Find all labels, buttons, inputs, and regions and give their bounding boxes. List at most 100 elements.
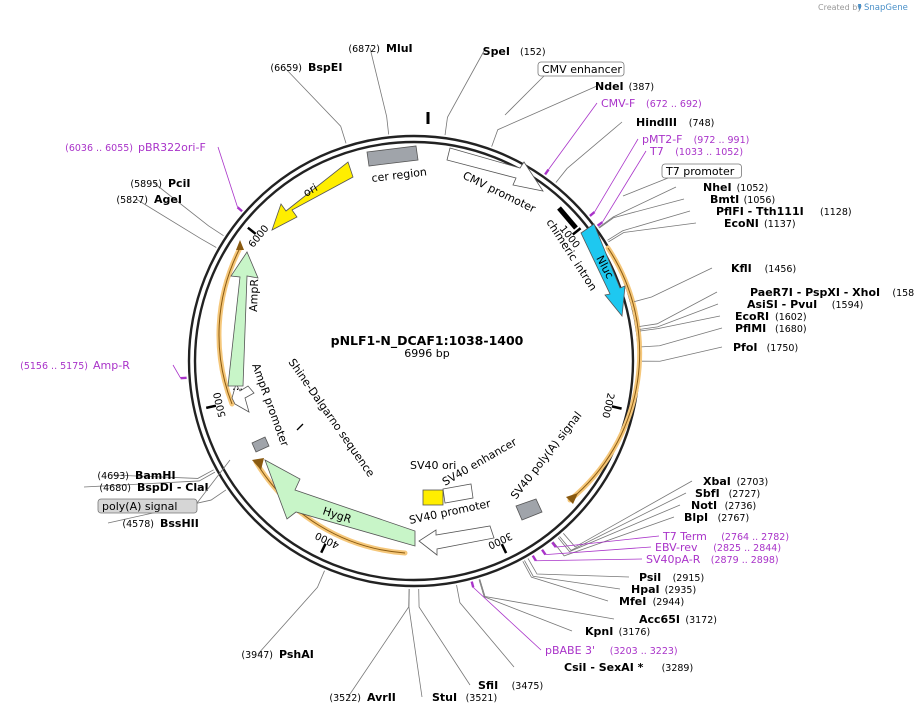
site-bspdi-clai[interactable]: BspDI - ClaI(4680) xyxy=(99,481,208,494)
site-nhei[interactable]: NheI(1052) xyxy=(703,181,768,194)
primer-ebv-rev[interactable]: EBV-rev(2825 .. 2844) xyxy=(541,541,781,556)
site-pcii[interactable]: PciI(5895) xyxy=(130,177,190,190)
site-stui[interactable]: StuI(3521) xyxy=(432,691,497,704)
site-econi[interactable]: EcoNI(1137) xyxy=(724,217,796,230)
primer-pbabe-3[interactable]: pBABE 3'(3203 .. 3223) xyxy=(470,581,678,657)
primer-leader xyxy=(555,535,660,548)
site-name: SfiI xyxy=(478,679,498,692)
site-bmti[interactable]: BmtI(1056) xyxy=(710,193,775,206)
label-text: T7 promoter xyxy=(665,165,735,178)
site-kfli[interactable]: KflI(1456) xyxy=(731,262,796,275)
site-blpi[interactable]: BlpI(2767) xyxy=(684,511,749,524)
primer-range: (2825 .. 2844) xyxy=(713,543,781,554)
site-position: (3176) xyxy=(619,627,651,638)
site-name: HpaI xyxy=(631,583,660,596)
primer-t7-term[interactable]: T7 Term(2764 .. 2782) xyxy=(551,530,789,548)
site-ndei[interactable]: NdeI(387) xyxy=(595,80,654,93)
site-acc65i[interactable]: Acc65I(3172) xyxy=(639,613,717,626)
boxed-label-poly-a-signal[interactable]: poly(A) signal xyxy=(97,459,231,514)
site-pflfi-tth111i[interactable]: PflFI - Tth111I(1128) xyxy=(716,205,852,218)
backbone-inner xyxy=(193,140,635,582)
site-name: PshAI xyxy=(279,648,314,661)
site-bamhi[interactable]: BamHI(4693) xyxy=(97,469,175,482)
feature-ori[interactable]: ori xyxy=(271,161,354,231)
label-box xyxy=(661,163,742,179)
site-kpni[interactable]: KpnI(3176) xyxy=(585,625,650,638)
feature-shine-dalgarno[interactable]: Shine-Dalgarno sequence xyxy=(286,356,378,479)
label-leader xyxy=(504,75,545,116)
primer-pmt2-f[interactable]: pMT2-F(972 .. 991) xyxy=(589,133,749,217)
primer-mark xyxy=(470,581,475,588)
site-position: (1137) xyxy=(764,219,796,230)
site-mlui[interactable]: MluI(6872) xyxy=(348,42,412,55)
site-csii-sexai[interactable]: CsiI - SexAI *(3289) xyxy=(564,661,693,674)
feature-hygr[interactable]: HygR xyxy=(264,459,416,547)
site-hindiii[interactable]: HindIII(748) xyxy=(636,116,714,129)
primer-name: CMV-F xyxy=(601,97,635,110)
site-avrii[interactable]: AvrII(3522) xyxy=(329,691,396,704)
primer-t7[interactable]: T7(1033 .. 1052) xyxy=(596,145,743,227)
primer-cmv-f[interactable]: CMV-F(672 .. 692) xyxy=(544,97,702,176)
site-position: (3522) xyxy=(329,693,361,704)
site-pfoi[interactable]: PfoI(1750) xyxy=(733,341,798,354)
snapgene-logo: SnapGene xyxy=(858,3,908,13)
orf-arrowhead-bottom xyxy=(252,458,264,470)
primer-sv40pa-r[interactable]: SV40pA-R(2879 .. 2898) xyxy=(531,553,779,566)
site-position: (1052) xyxy=(737,183,769,194)
site-position: (5827) xyxy=(116,195,148,206)
boxed-label-t7-promoter[interactable]: T7 promoter xyxy=(622,163,742,197)
primer-leader xyxy=(545,546,652,556)
site-position: (2727) xyxy=(729,489,761,500)
leader-bsshii xyxy=(107,489,227,524)
primer-range: (5156 .. 5175) xyxy=(20,361,88,372)
site-agei[interactable]: AgeI(5827) xyxy=(116,193,182,206)
primer-leader xyxy=(172,364,181,379)
site-position: (2703) xyxy=(737,477,769,488)
site-psii[interactable]: PsiI(2915) xyxy=(639,571,704,584)
site-position: (2935) xyxy=(665,585,697,596)
site-name: PaeR7I - PspXI - XhoI xyxy=(750,286,880,299)
primer-mark xyxy=(531,555,537,562)
site-bspei[interactable]: BspEI(6659) xyxy=(270,61,342,74)
site-xbai[interactable]: XbaI(2703) xyxy=(703,475,768,488)
feature-ampr[interactable]: AmpR … xyxy=(227,251,261,393)
site-position: (4693) xyxy=(97,471,129,482)
feature-cer-region[interactable]: cer region xyxy=(366,145,428,185)
site-mfei[interactable]: MfeI(2944) xyxy=(619,595,684,608)
site-asisi-pvui[interactable]: AsiSI - PvuI(1594) xyxy=(747,298,863,311)
primer-leader xyxy=(602,150,647,223)
primer-name: Amp-R xyxy=(93,359,130,372)
site-pflmi[interactable]: PflMI(1680) xyxy=(735,322,807,335)
site-paer7i-pspxi-xhoi[interactable]: PaeR7I - PspXI - XhoI(1580) xyxy=(750,286,914,299)
leader-paer7i-pspxi-xhoi xyxy=(639,291,718,327)
site-sfii[interactable]: SfiI(3475) xyxy=(478,679,543,692)
primer-range: (3203 .. 3223) xyxy=(610,646,678,657)
site-noti[interactable]: NotI(2736) xyxy=(691,499,756,512)
site-hpai[interactable]: HpaI (2935) xyxy=(631,583,696,596)
leader-pflmi xyxy=(641,327,723,348)
created-by-label: Created by xyxy=(818,3,862,12)
leader-agei xyxy=(135,198,217,248)
feature-sv40-ori[interactable]: SV40 ori xyxy=(410,459,456,506)
site-sbfi[interactable]: SbfI(2727) xyxy=(695,487,760,500)
site-name: PflFI - Tth111I xyxy=(716,205,804,218)
site-position: (1602) xyxy=(775,312,807,323)
site-position: (152) xyxy=(520,47,546,58)
feature-sv40-promoter[interactable]: SV40 promoter xyxy=(408,497,495,556)
label-box xyxy=(97,498,198,514)
primer-name: T7 xyxy=(649,145,664,158)
site-bsshii[interactable]: BssHII(4578) xyxy=(122,517,198,530)
shine-dalgarno-label: Shine-Dalgarno sequence xyxy=(286,356,378,479)
site-position: (2736) xyxy=(725,501,757,512)
cer-region-label: cer region xyxy=(371,165,428,185)
site-spei[interactable]: SpeI(152) xyxy=(483,45,546,58)
leader-hindiii xyxy=(555,121,623,183)
boxed-label-cmv-enhancer[interactable]: CMV enhancer xyxy=(504,61,625,116)
label-text: poly(A) signal xyxy=(102,500,177,513)
site-ecori[interactable]: EcoRI(1602) xyxy=(735,310,807,323)
primer-amp-r[interactable]: (5156 .. 5175) Amp-R xyxy=(20,359,187,380)
primer-pbr322ori-f[interactable]: (6036 .. 6055)pBR322ori-F xyxy=(65,141,243,213)
snapgene-icon xyxy=(858,4,861,10)
site-pshai[interactable]: PshAI(3947) xyxy=(241,648,313,661)
site-position: (1750) xyxy=(767,343,799,354)
